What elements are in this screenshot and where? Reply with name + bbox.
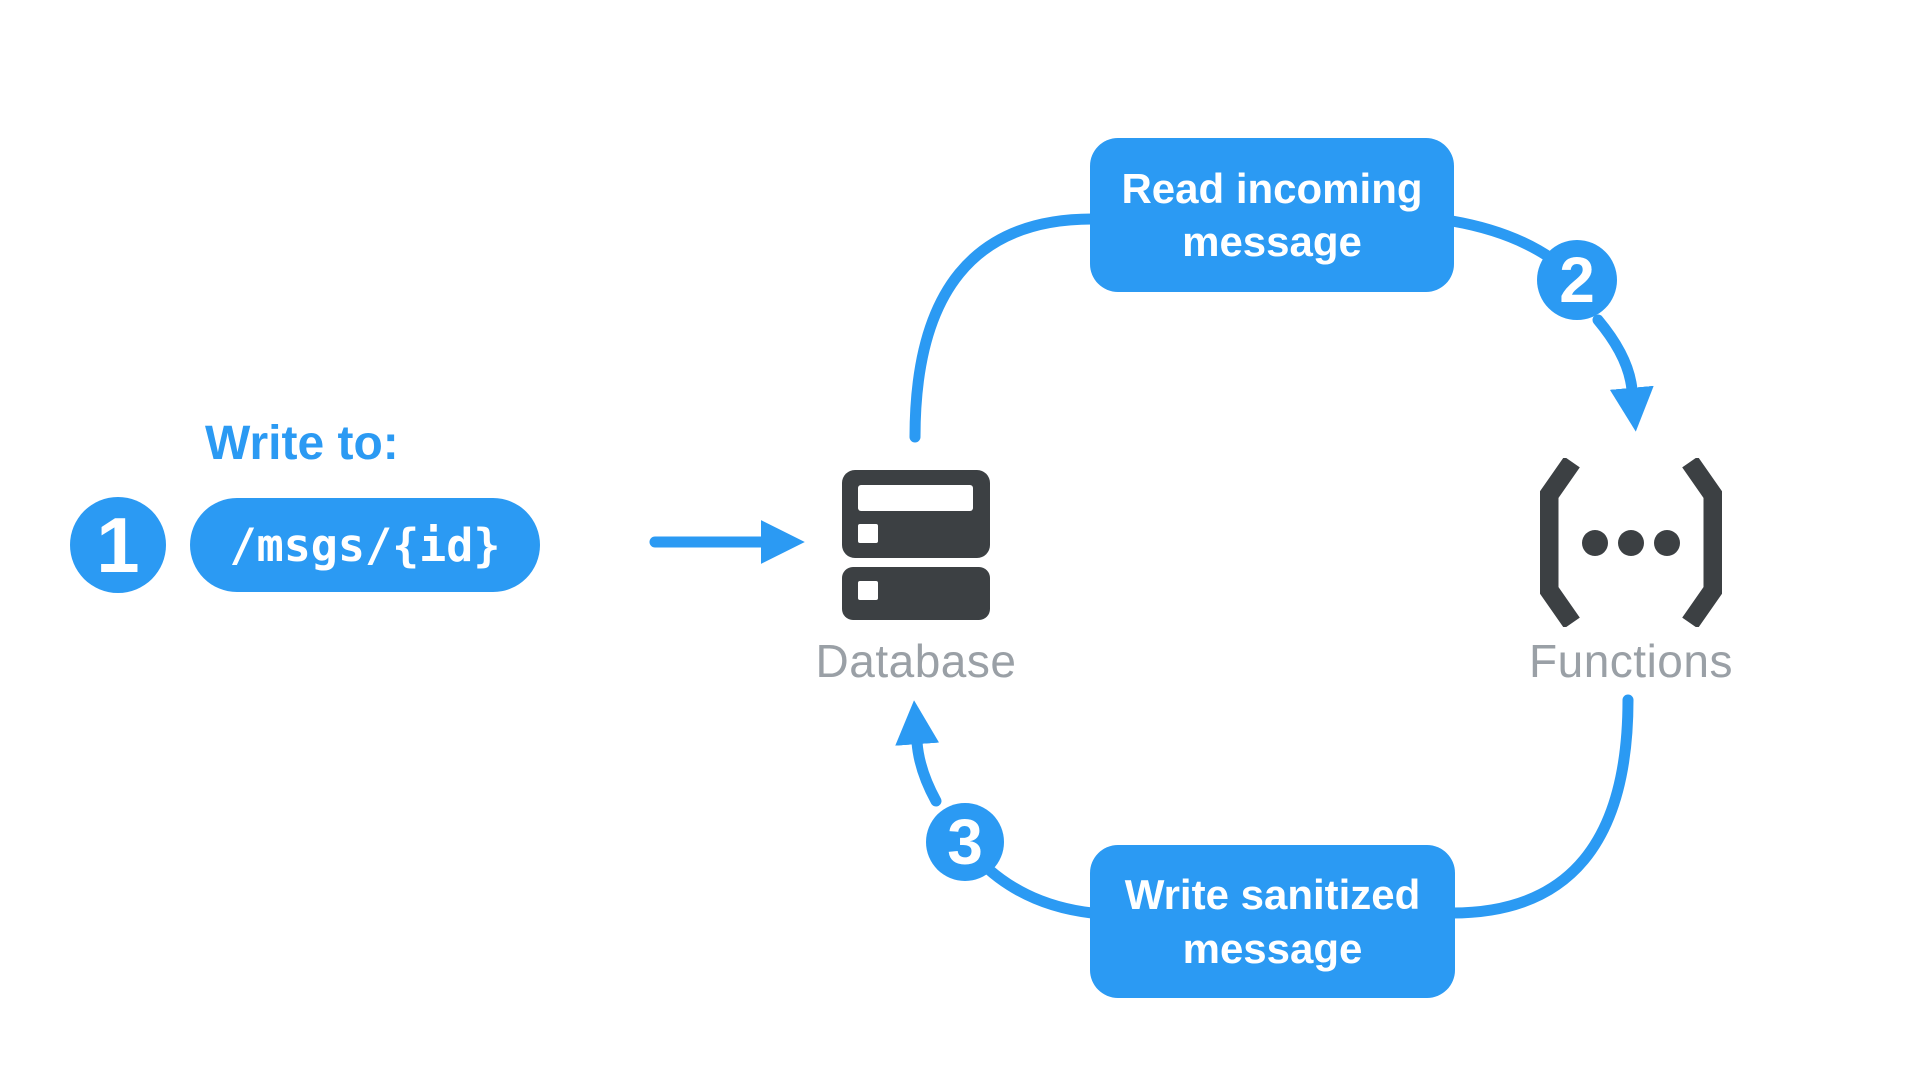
arc-functions-to-write [1446, 694, 1634, 919]
arc-database-to-read [909, 213, 1098, 443]
arrow-step3-to-database [895, 700, 942, 807]
database-path-pill: /msgs/{id} [190, 498, 540, 592]
database-path-text: /msgs/{id} [229, 518, 501, 572]
functions-label: Functions [1529, 635, 1733, 687]
database-icon [842, 470, 990, 620]
step-2-number: 2 [1559, 244, 1595, 316]
step-1-badge: 1 [70, 497, 166, 593]
step-3-badge: 3 [926, 803, 1004, 881]
write-sanitized-message-box: Write sanitized message [1090, 845, 1455, 998]
step-2-badge: 2 [1537, 240, 1617, 320]
read-incoming-message-text: Read incoming message [1121, 164, 1423, 265]
read-incoming-message-box: Read incoming message [1090, 138, 1454, 292]
arrow-step2-to-functions [1592, 314, 1654, 432]
step-1-number: 1 [96, 500, 140, 589]
write-sanitized-message-text: Write sanitized message [1124, 871, 1421, 972]
write-to-label: Write to: [205, 417, 399, 470]
step-3-number: 3 [947, 806, 983, 878]
functions-icon [1540, 458, 1722, 627]
database-label: Database [815, 635, 1017, 687]
